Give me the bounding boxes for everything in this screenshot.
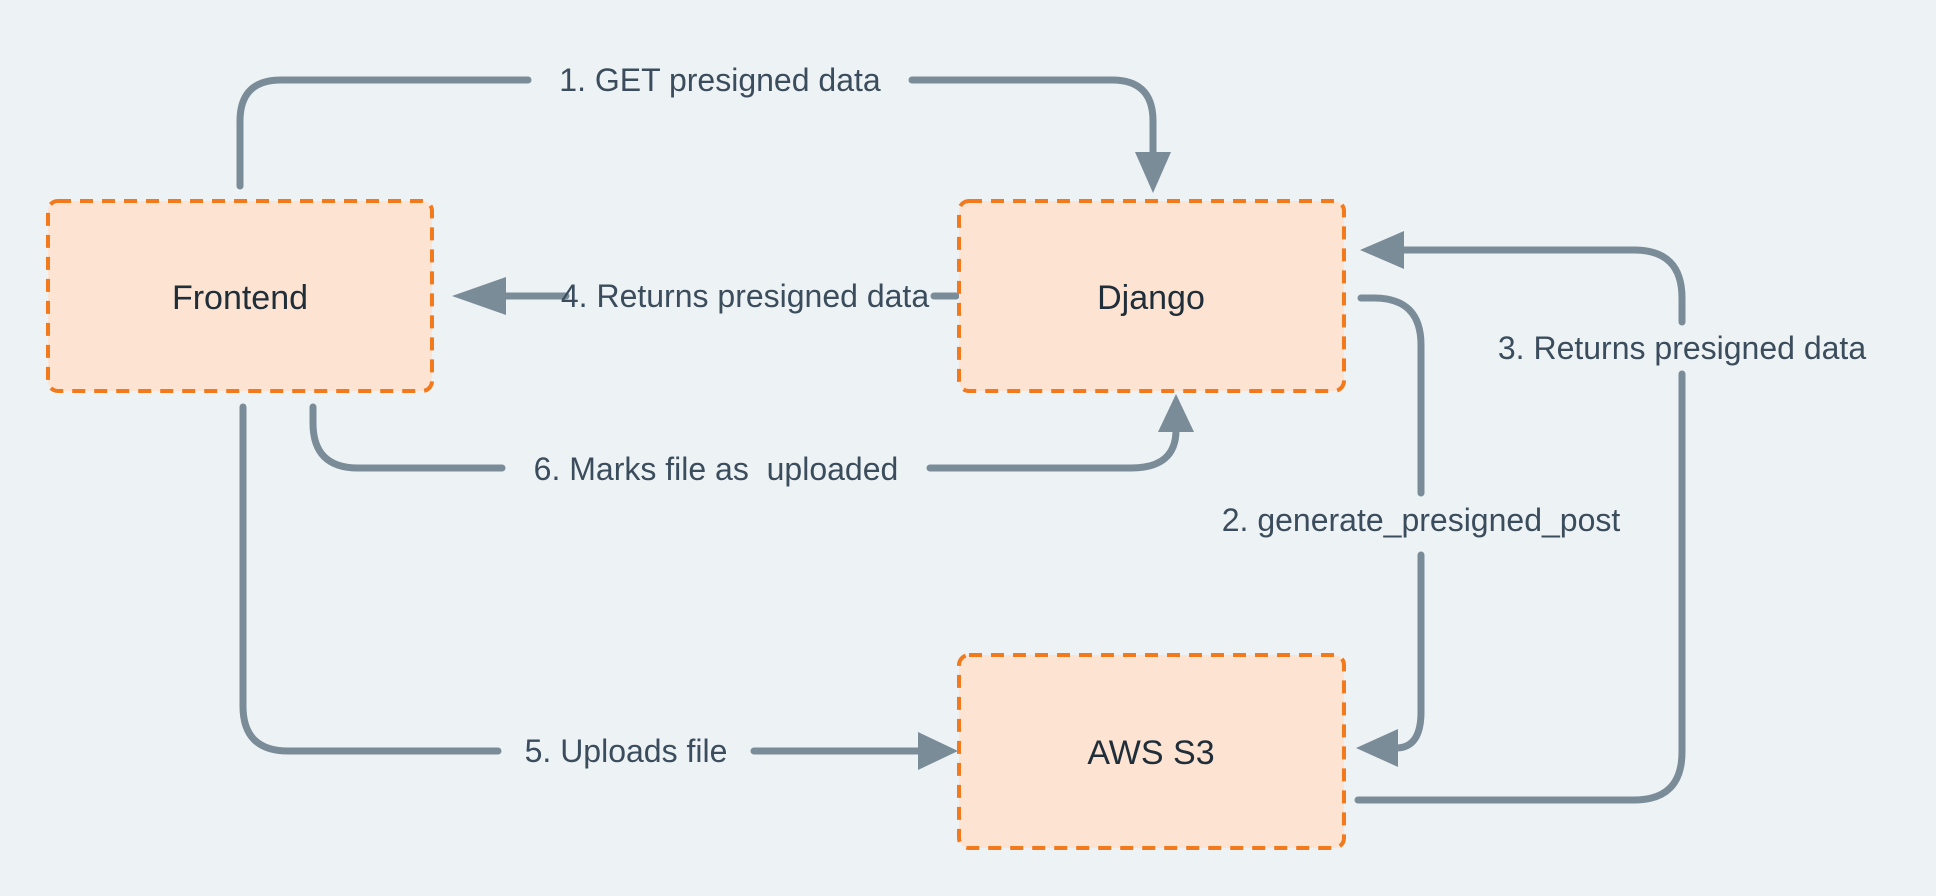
edge-step5-segment-a: [239, 403, 502, 755]
django-label: Django: [1097, 279, 1205, 317]
edge-step1: 1. GET presigned data: [236, 62, 1171, 193]
node-django: Django: [957, 199, 1346, 393]
node-aws-s3: AWS S3: [957, 653, 1346, 850]
edge-step2-segment-b: [1392, 551, 1425, 752]
edge-step4: 4. Returns presigned data: [452, 277, 960, 315]
edge-step6-label: 6. Marks file as uploaded: [534, 451, 899, 487]
edge-step3-segment-a: [1354, 370, 1686, 804]
frontend-label: Frontend: [172, 279, 308, 317]
edge-step6-arrowhead-up-icon: [1158, 394, 1194, 432]
edge-step5-arrowhead-right-icon: [918, 732, 958, 770]
node-frontend: Frontend: [46, 199, 434, 393]
edge-step1-arrowhead-down-icon: [1135, 152, 1171, 193]
edge-step3: 3. Returns presigned data: [1354, 231, 1866, 804]
edge-step2-label: 2. generate_presigned_post: [1222, 502, 1621, 538]
edge-step3-label: 3. Returns presigned data: [1498, 330, 1866, 366]
django-box: [957, 199, 1346, 393]
edge-step6-segment-a: [309, 403, 506, 472]
aws-s3-label: AWS S3: [1087, 734, 1214, 772]
edge-step1-segment-b: [908, 76, 1157, 156]
edge-step2-arrowhead-left-icon: [1356, 729, 1398, 767]
edge-step3-arrowhead-left-icon: [1360, 231, 1404, 269]
edge-step6: 6. Marks file as uploaded: [309, 394, 1194, 487]
frontend-box: [46, 199, 434, 393]
aws-s3-box: [957, 653, 1346, 850]
edge-step6-segment-b: [926, 426, 1180, 472]
edge-step5: 5. Uploads file: [239, 403, 958, 770]
edge-step2: 2. generate_presigned_post: [1222, 294, 1621, 767]
edge-step1-label: 1. GET presigned data: [559, 62, 881, 98]
edge-step4-arrowhead-left-icon: [452, 277, 506, 315]
edge-step5-label: 5. Uploads file: [525, 733, 728, 769]
edge-step3-segment-b: [1400, 246, 1686, 326]
edge-step1-segment-a: [236, 76, 532, 190]
edge-step4-label: 4. Returns presigned data: [561, 278, 929, 314]
edge-step2-segment-a: [1357, 294, 1425, 497]
